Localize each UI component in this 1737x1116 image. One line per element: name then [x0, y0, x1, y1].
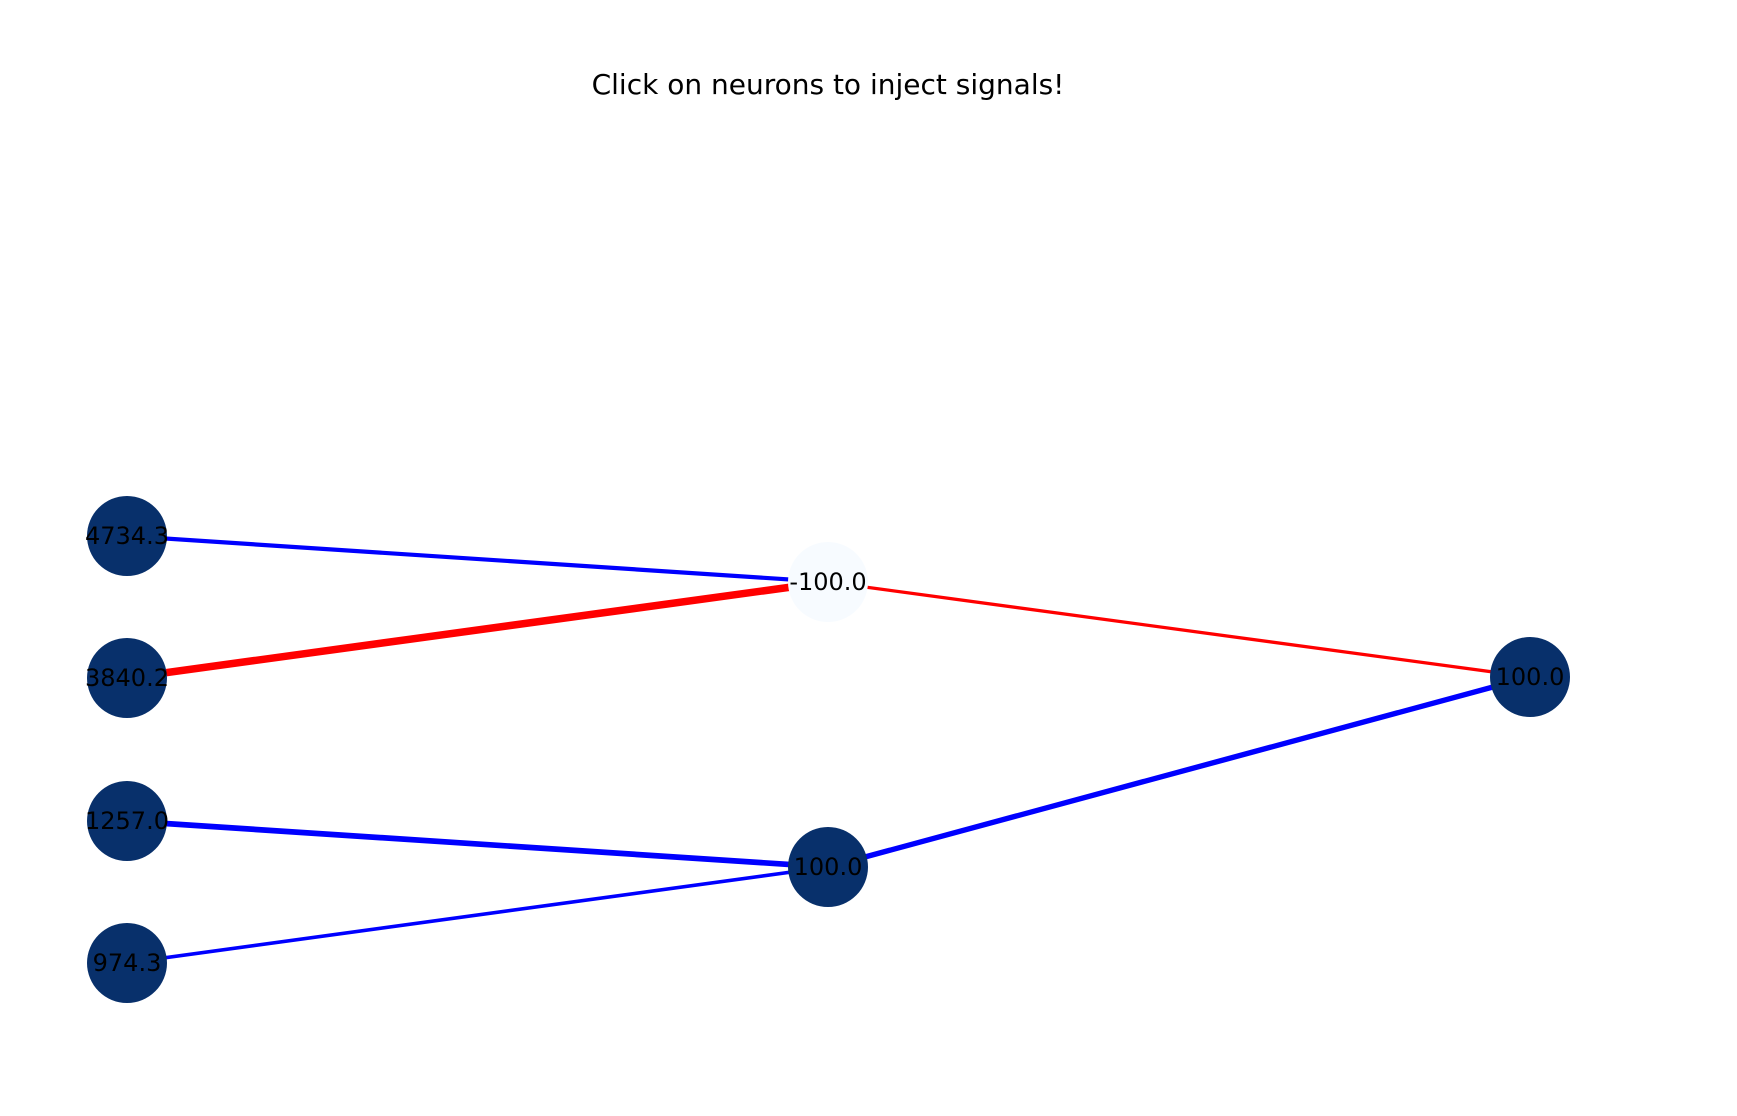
connection-n2-h1 — [126, 818, 829, 870]
connection-n0-h0 — [126, 533, 829, 585]
page-title: Click on neurons to inject signals! — [592, 68, 1065, 101]
neuron-h0[interactable]: -100.0 — [788, 542, 868, 622]
neuron-n3[interactable]: 974.3 — [87, 923, 167, 1003]
neuron-value-label: 100.0 — [1496, 663, 1565, 691]
neuron-value-label: 4734.3 — [85, 522, 169, 550]
neuron-n1[interactable]: 3840.2 — [85, 638, 169, 718]
connection-h1-o0 — [827, 674, 1531, 870]
neuron-circle[interactable] — [788, 827, 868, 907]
connection-h0-o0 — [827, 580, 1531, 679]
neuron-circle[interactable] — [87, 923, 167, 1003]
neuron-value-label: 3840.2 — [85, 664, 169, 692]
connections-layer — [126, 533, 1531, 965]
neurons-layer: 4734.3 3840.2 1257.0 974.3 -100.0 100.0 100.0 — [85, 496, 1570, 1003]
neuron-circle[interactable] — [87, 638, 167, 718]
neuron-value-label: 974.3 — [93, 949, 162, 977]
connection-n3-h1 — [126, 865, 829, 965]
neuron-value-label: -100.0 — [789, 568, 866, 596]
neuron-n2[interactable]: 1257.0 — [85, 781, 169, 861]
connection-n1-h0 — [126, 578, 829, 682]
neuron-value-label: 100.0 — [794, 853, 863, 881]
neuron-h1[interactable]: 100.0 — [788, 827, 868, 907]
neuron-value-label: 1257.0 — [85, 807, 169, 835]
neuron-n0[interactable]: 4734.3 — [85, 496, 169, 576]
neuron-circle[interactable] — [87, 496, 167, 576]
neuron-circle[interactable] — [87, 781, 167, 861]
neuron-circle[interactable] — [788, 542, 868, 622]
neuron-o0[interactable]: 100.0 — [1490, 637, 1570, 717]
neuron-circle[interactable] — [1490, 637, 1570, 717]
